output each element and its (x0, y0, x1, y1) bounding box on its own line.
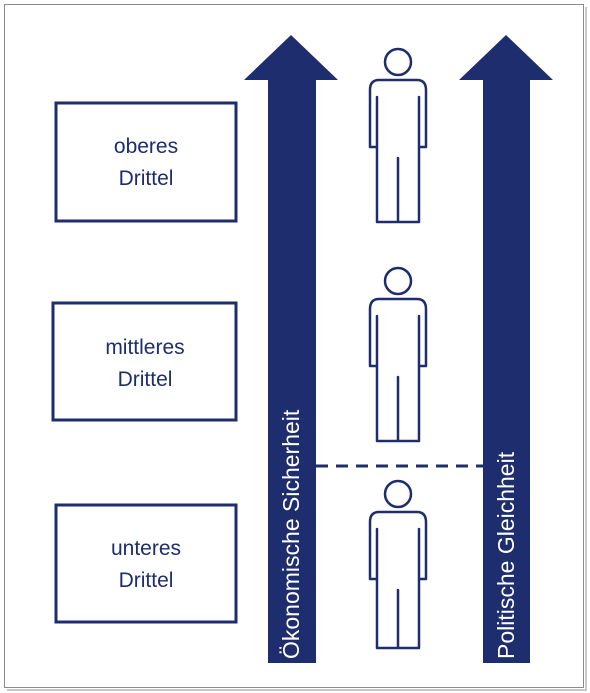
box-upper-third-line1: oberes (114, 135, 178, 158)
frame-shadow (7, 7, 587, 691)
arrow-political-equality-label: Politische Gleichheit (493, 451, 519, 659)
arrow-political-equality: Politische Gleichheit (459, 35, 553, 663)
box-middle-third-line1: mittleres (105, 336, 184, 359)
arrow-economic-security-shape (244, 35, 338, 663)
box-lower-third-line2: Drittel (119, 569, 174, 592)
arrow-economic-security: Ökonomische Sicherheit (244, 35, 338, 663)
arrow-political-equality-shape (459, 35, 553, 663)
box-lower-third-border (54, 503, 238, 624)
box-upper-third: oberes Drittel (54, 101, 238, 223)
arrow-economic-security-label: Ökonomische Sicherheit (278, 409, 304, 659)
person-head (383, 47, 413, 77)
box-middle-third: mittleres Drittel (51, 301, 238, 422)
box-middle-third-border (51, 301, 238, 422)
person-icon (368, 266, 428, 443)
person-icon (368, 47, 428, 224)
box-lower-third: unteres Drittel (54, 503, 238, 624)
box-upper-third-border (54, 101, 238, 223)
person-body (368, 297, 428, 443)
person-head (383, 266, 413, 296)
box-lower-third-line1: unteres (111, 537, 181, 560)
person-body (368, 78, 428, 224)
person-icon (368, 479, 428, 650)
person-head (383, 479, 413, 509)
box-upper-third-line2: Drittel (119, 167, 174, 190)
box-middle-third-line2: Drittel (118, 368, 173, 391)
person-body (368, 510, 428, 650)
